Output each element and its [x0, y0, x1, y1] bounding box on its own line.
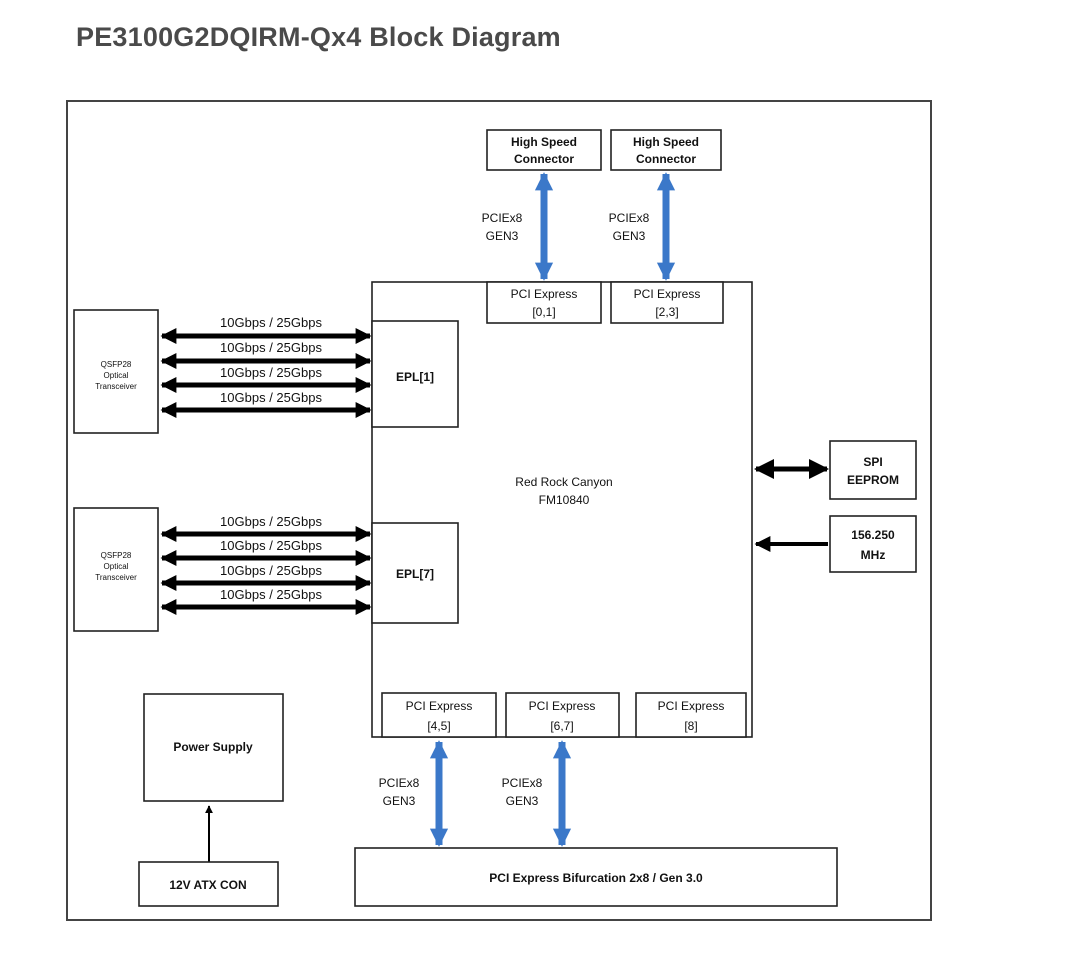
pcie-port-6-7: PCI Express [6,7] — [505, 692, 620, 738]
pcie-port-4-5: PCI Express [4,5] — [381, 692, 497, 738]
svg-text:10Gbps / 25Gbps: 10Gbps / 25Gbps — [220, 514, 322, 529]
svg-text:12V ATX CON: 12V ATX CON — [169, 878, 246, 892]
svg-text:10Gbps / 25Gbps: 10Gbps / 25Gbps — [220, 587, 322, 602]
pcie-port-8: PCI Express [8] — [635, 692, 747, 738]
pcie-link-gen-top-1: GEN3 — [486, 229, 519, 243]
page-title: PE3100G2DQIRM-Qx4 Block Diagram — [76, 22, 561, 52]
pcie-port-2-3: PCI Express [2,3] — [610, 281, 724, 324]
svg-text:EEPROM: EEPROM — [847, 473, 899, 487]
svg-text:QSFP28: QSFP28 — [101, 551, 132, 560]
svg-text:10Gbps / 25Gbps: 10Gbps / 25Gbps — [220, 538, 322, 553]
svg-text:Power Supply: Power Supply — [173, 740, 253, 754]
svg-text:10Gbps / 25Gbps: 10Gbps / 25Gbps — [220, 340, 322, 355]
high-speed-connector-1: High Speed Connector — [486, 129, 602, 171]
epl-7-block: EPL[7] — [371, 522, 459, 624]
pcie-link-gen-bottom-2: GEN3 — [506, 794, 539, 808]
svg-text:PCI Express: PCI Express — [634, 287, 701, 301]
svg-text:High Speed: High Speed — [633, 135, 699, 149]
svg-text:High Speed: High Speed — [511, 135, 577, 149]
pcie-link-label-top-1: PCIEx8 — [482, 211, 523, 225]
svg-text:10Gbps / 25Gbps: 10Gbps / 25Gbps — [220, 390, 322, 405]
svg-text:Optical: Optical — [104, 371, 129, 380]
high-speed-connector-2: High Speed Connector — [610, 129, 722, 171]
pcie-bifurcation-box: PCI Express Bifurcation 2x8 / Gen 3.0 — [354, 847, 838, 907]
pcie-link-gen-top-2: GEN3 — [613, 229, 646, 243]
svg-text:PCI Express: PCI Express — [658, 699, 725, 713]
svg-text:PCI Express: PCI Express — [529, 699, 596, 713]
svg-text:PCI Express: PCI Express — [406, 699, 473, 713]
optical-transceiver-1: QSFP28 Optical Transceiver — [73, 309, 159, 434]
svg-text:Transceiver: Transceiver — [95, 573, 137, 582]
svg-text:Transceiver: Transceiver — [95, 382, 137, 391]
svg-text:MHz: MHz — [861, 548, 886, 562]
pcie-port-0-1: PCI Express [0,1] — [486, 281, 602, 324]
svg-text:10Gbps / 25Gbps: 10Gbps / 25Gbps — [220, 563, 322, 578]
switch-chip-model: FM10840 — [539, 493, 590, 507]
svg-text:10Gbps / 25Gbps: 10Gbps / 25Gbps — [220, 315, 322, 330]
svg-text:10Gbps / 25Gbps: 10Gbps / 25Gbps — [220, 365, 322, 380]
power-supply-box: Power Supply — [143, 693, 284, 802]
atx-connector-box: 12V ATX CON — [138, 861, 279, 907]
svg-text:Optical: Optical — [104, 562, 129, 571]
svg-text:Connector: Connector — [636, 152, 696, 166]
svg-text:[4,5]: [4,5] — [427, 719, 450, 733]
svg-text:[0,1]: [0,1] — [532, 305, 555, 319]
svg-text:156.250: 156.250 — [851, 528, 895, 542]
svg-text:[6,7]: [6,7] — [550, 719, 573, 733]
svg-text:PCI Express Bifurcation 2x8 /: PCI Express Bifurcation 2x8 / Gen 3.0 — [489, 871, 703, 885]
clock-source-box: 156.250 MHz — [829, 515, 917, 573]
svg-text:Connector: Connector — [514, 152, 574, 166]
pcie-link-label-bottom-2: PCIEx8 — [502, 776, 543, 790]
pcie-link-label-bottom-1: PCIEx8 — [379, 776, 420, 790]
optical-transceiver-2: QSFP28 Optical Transceiver — [73, 507, 159, 632]
svg-text:QSFP28: QSFP28 — [101, 360, 132, 369]
lane-arrows-epl-1: 10Gbps / 25Gbps 10Gbps / 25Gbps 10Gbps /… — [160, 315, 372, 419]
epl-1-block: EPL[1] — [371, 320, 459, 428]
svg-text:[8]: [8] — [684, 719, 697, 733]
svg-text:EPL[7]: EPL[7] — [396, 567, 434, 581]
svg-text:EPL[1]: EPL[1] — [396, 370, 434, 384]
lane-arrows-epl-7: 10Gbps / 25Gbps 10Gbps / 25Gbps 10Gbps /… — [160, 514, 372, 616]
svg-text:SPI: SPI — [863, 455, 882, 469]
pcie-link-gen-bottom-1: GEN3 — [383, 794, 416, 808]
pcie-link-label-top-2: PCIEx8 — [609, 211, 650, 225]
svg-text:PCI Express: PCI Express — [511, 287, 578, 301]
svg-text:[2,3]: [2,3] — [655, 305, 678, 319]
switch-chip-name: Red Rock Canyon — [515, 475, 612, 489]
spi-eeprom-box: SPI EEPROM — [829, 440, 917, 500]
